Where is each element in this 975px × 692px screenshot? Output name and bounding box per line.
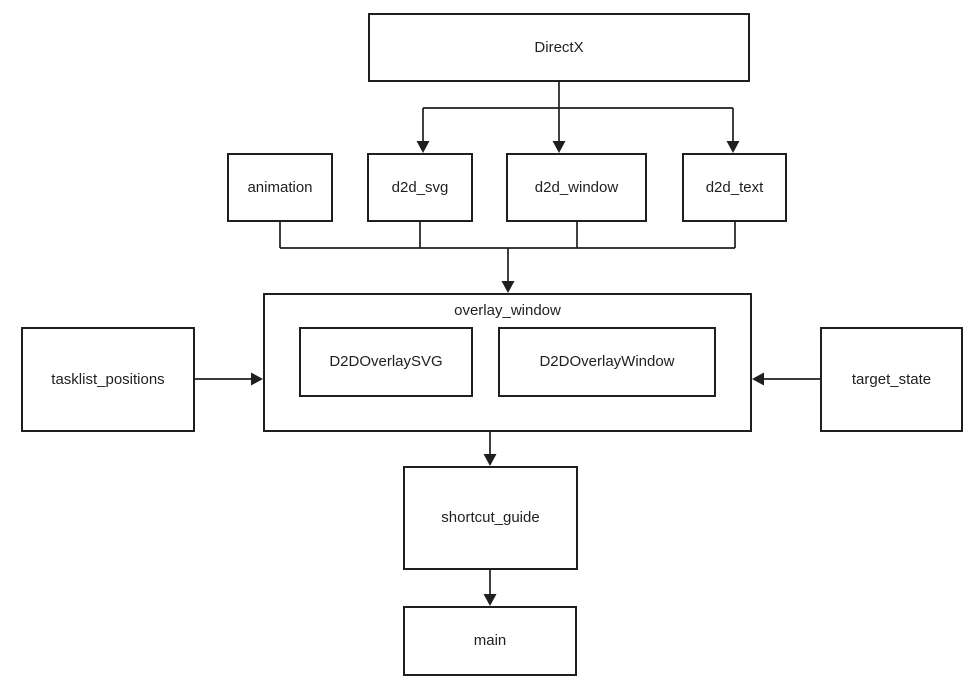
node-tasklist-positions: tasklist_positions bbox=[21, 327, 195, 432]
edge-shortcut-guide-to-main bbox=[483, 570, 497, 606]
edge-row2-to-overlay-window bbox=[279, 222, 736, 293]
overlay-window-label: overlay_window bbox=[454, 302, 561, 319]
node-d2d-window: d2d_window bbox=[506, 153, 647, 222]
node-shortcut-guide: shortcut_guide bbox=[403, 466, 578, 570]
edge-tasklist-positions-to-overlay-window bbox=[195, 372, 263, 386]
edge-directx-to-d2d-modules bbox=[416, 82, 740, 153]
node-target-state: target_state bbox=[820, 327, 963, 432]
edge-overlay-window-to-shortcut-guide bbox=[483, 432, 497, 466]
edge-target-state-to-overlay-window bbox=[752, 372, 820, 386]
node-d2d-svg: d2d_svg bbox=[367, 153, 473, 222]
node-d2d-overlay-window: D2DOverlayWindow bbox=[498, 327, 716, 397]
node-animation: animation bbox=[227, 153, 333, 222]
node-directx: DirectX bbox=[368, 13, 750, 82]
node-overlay-window: overlay_window D2DOverlaySVG D2DOverlayW… bbox=[263, 293, 752, 432]
node-d2d-text: d2d_text bbox=[682, 153, 787, 222]
node-d2d-overlay-svg: D2DOverlaySVG bbox=[299, 327, 473, 397]
node-main: main bbox=[403, 606, 577, 676]
